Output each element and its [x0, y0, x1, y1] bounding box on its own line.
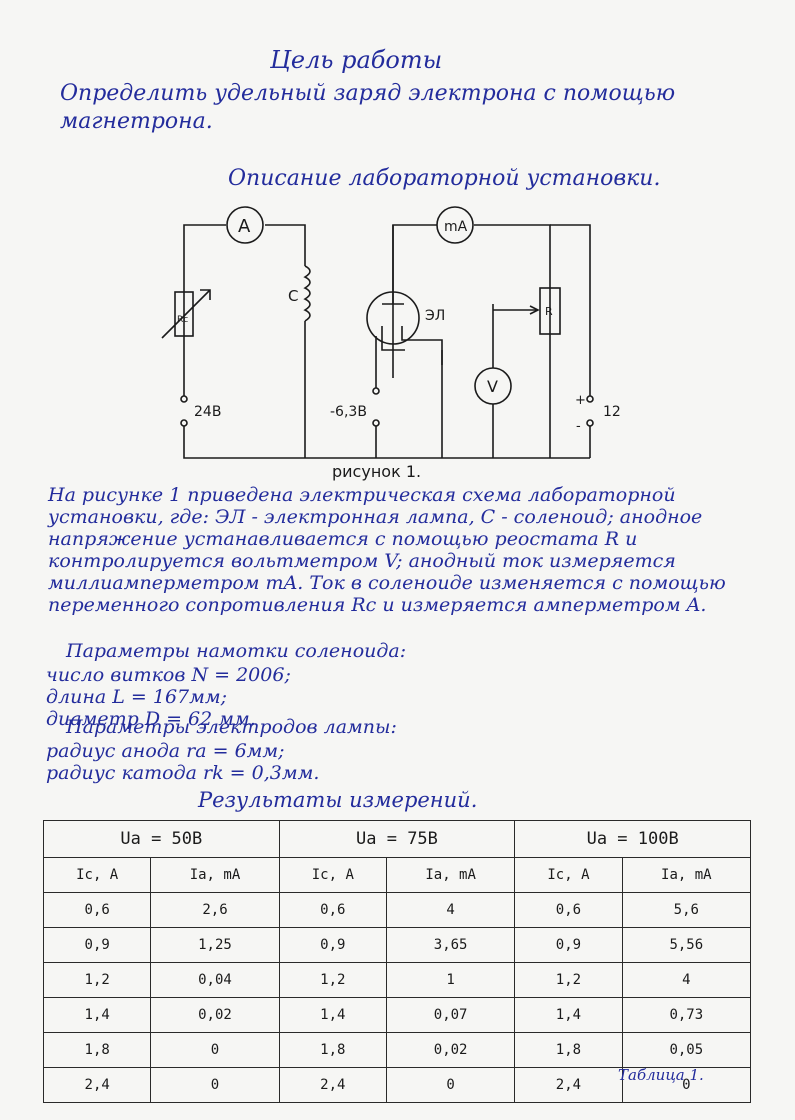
table-cell: 1,4: [514, 997, 623, 1033]
source-heater-label: -6,3В: [330, 404, 367, 420]
ammeter-label: A: [238, 216, 251, 237]
table-cell: 2,4: [42, 1067, 152, 1103]
anode-radius: радиус анода ra = 6мм;: [46, 740, 285, 762]
table-cell: 1,8: [278, 1032, 387, 1068]
table-cell: 5,56: [621, 927, 752, 963]
figure-caption: рисунок 1.: [332, 462, 422, 481]
table-cell: 1,4: [278, 997, 387, 1033]
table-cell: 0,73: [621, 997, 752, 1033]
group-header: Ua = 100В: [514, 820, 751, 858]
table-cell: 1,25: [150, 927, 280, 963]
table-cell: 2,4: [514, 1067, 623, 1103]
results-table: Ua = 50В Ua = 75В Ua = 100В Ic, A Ia, mA…: [42, 820, 752, 1103]
plus-label: +: [575, 393, 586, 408]
table-cell: 0,02: [385, 1032, 516, 1068]
voltmeter-label: V: [487, 377, 498, 396]
table-cell: 0,6: [42, 892, 152, 928]
table-cell: 4: [385, 892, 516, 928]
table-cell: 1,2: [42, 962, 152, 998]
table-cell: 1,8: [42, 1032, 152, 1068]
solenoid-diameter: диаметр D = 62 мм.: [46, 708, 256, 730]
solenoid-label: C: [288, 287, 298, 305]
table-cell: 0,9: [278, 927, 387, 963]
table-cell: 0: [150, 1032, 280, 1068]
table-cell: 0: [621, 1067, 752, 1103]
source-120-label: 120В: [603, 404, 620, 420]
column-header: Ia, mA: [150, 857, 280, 893]
column-header: Ic, A: [278, 857, 387, 893]
page-title: Цель работы: [270, 46, 443, 74]
table-cell: 2,6: [150, 892, 280, 928]
table-cell: 1: [385, 962, 516, 998]
results-heading: Результаты измерений.: [198, 788, 478, 812]
goal-text: Определить удельный заряд электрона с по…: [60, 81, 676, 134]
circuit-diagram: A mA V Rc R C ЭЛ 24В -6,3В 120В + -: [161, 206, 620, 459]
solenoid-params-heading: Параметры намотки соленоида:: [66, 640, 407, 662]
table-group-row: Ua = 50В Ua = 75В Ua = 100В: [43, 820, 751, 858]
description-paragraph: На рисунке 1 приведена электрическая схе…: [48, 484, 726, 616]
minus-label: -: [576, 419, 581, 434]
lamp-label: ЭЛ: [425, 308, 445, 324]
milliammeter-label: mA: [444, 219, 468, 235]
solenoid-length: длина L = 167мм;: [46, 686, 228, 708]
table-cell: 2,4: [278, 1067, 387, 1103]
column-header: Ia, mA: [385, 857, 516, 893]
group-header: Ua = 50В: [43, 820, 280, 858]
lamp-params-heading: Параметры электродов лампы:: [66, 716, 397, 738]
column-header: Ic, A: [42, 857, 152, 893]
table-cell: 0,05: [621, 1032, 752, 1068]
r-label: R: [545, 305, 553, 318]
table-cell: 0,6: [278, 892, 387, 928]
table-cell: 0,9: [42, 927, 152, 963]
rc-label: Rc: [177, 315, 188, 325]
table-cell: 0,07: [385, 997, 516, 1033]
table-cell: 0,9: [514, 927, 623, 963]
setup-title: Описание лабораторной установки.: [228, 166, 661, 191]
table-cell: 0,04: [150, 962, 280, 998]
table-cell: 0,6: [514, 892, 623, 928]
table-cell: 4: [621, 962, 752, 998]
table-cell: 1,4: [42, 997, 152, 1033]
source-24-label: 24В: [194, 404, 221, 420]
table-cell: 1,2: [514, 962, 623, 998]
solenoid-turns: число витков N = 2006;: [46, 664, 291, 686]
table-cell: 1,2: [278, 962, 387, 998]
cathode-radius: радиус катода rk = 0,3мм.: [46, 762, 320, 784]
table-cell: 0,02: [150, 997, 280, 1033]
table-header-row: Ic, A Ia, mA Ic, A Ia, mA Ic, A Ia, mA: [42, 857, 752, 893]
table-cell: 5,6: [621, 892, 752, 928]
table-cell: 3,65: [385, 927, 516, 963]
table-cell: 0: [385, 1067, 516, 1103]
table-cell: 0: [150, 1067, 280, 1103]
column-header: Ia, mA: [621, 857, 752, 893]
table-cell: 1,8: [514, 1032, 623, 1068]
table-caption: Таблица 1.: [618, 1066, 704, 1084]
column-header: Ic, A: [514, 857, 623, 893]
group-header: Ua = 75В: [278, 820, 516, 858]
